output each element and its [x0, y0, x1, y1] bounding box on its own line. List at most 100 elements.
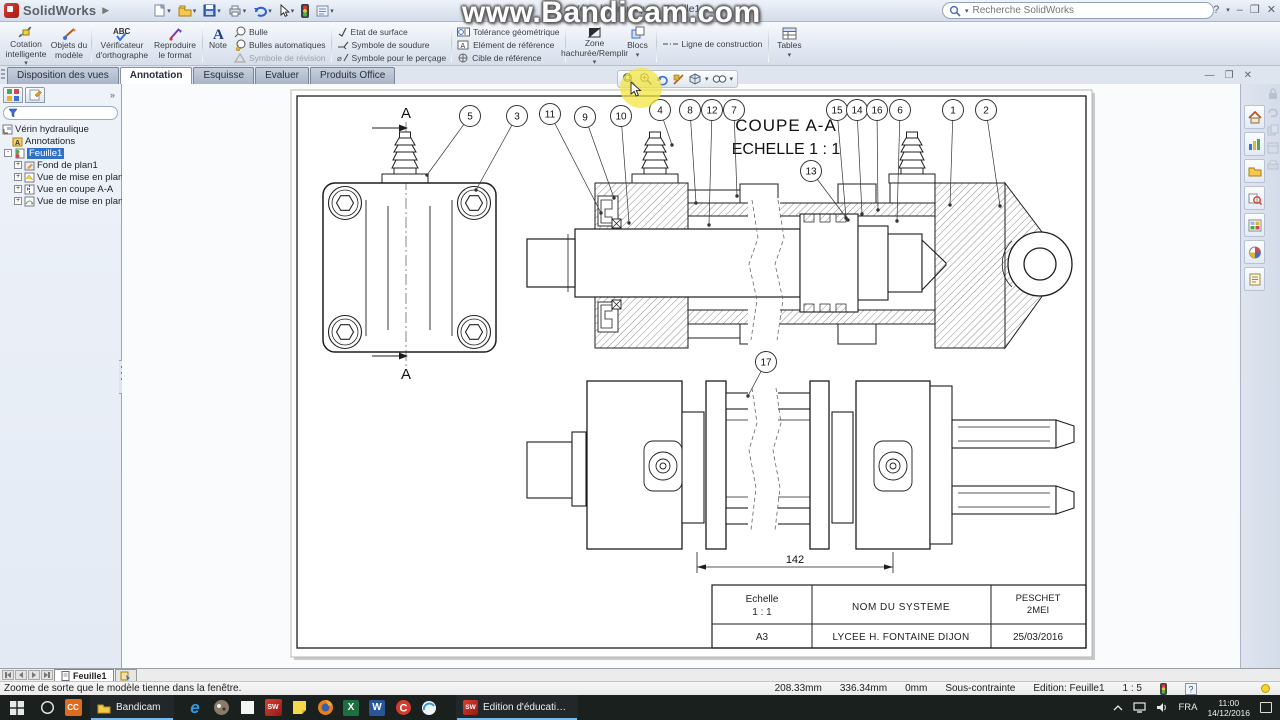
tables-button[interactable]: Tables▾ — [771, 22, 807, 65]
options-button[interactable]: ▾ — [314, 4, 336, 18]
first-sheet-button[interactable] — [2, 670, 14, 680]
balloon-1[interactable]: 1 — [942, 99, 964, 207]
last-sheet-button[interactable] — [41, 670, 53, 680]
feature-tree-tab[interactable] — [3, 87, 23, 103]
expand-icon[interactable]: + — [14, 161, 22, 169]
balloon-13[interactable]: 13 — [800, 160, 850, 222]
tab-evaluer[interactable]: Evaluer — [255, 67, 309, 84]
file-explorer-button[interactable] — [1244, 159, 1265, 183]
minimize-button[interactable]: – — [1236, 3, 1243, 16]
cortana-search-button[interactable] — [34, 695, 60, 720]
paint-app-icon[interactable] — [208, 695, 234, 720]
tree-item-root[interactable]: Vérin hydraulique — [0, 123, 121, 135]
start-button[interactable] — [0, 695, 34, 720]
restore-button[interactable]: ❐ — [1249, 4, 1260, 16]
panel-expand-chevron[interactable]: » — [109, 90, 115, 100]
tree-item-fond-de-plan[interactable]: + Fond de plan1 — [14, 159, 98, 171]
search-input[interactable] — [972, 5, 1207, 16]
word-icon[interactable]: W — [364, 695, 390, 720]
edge-icon[interactable]: e — [190, 697, 200, 717]
status-traffic-light-icon[interactable] — [1160, 682, 1167, 695]
balloon-8[interactable]: 8 — [679, 99, 701, 205]
store-icon[interactable] — [234, 695, 260, 720]
menu-expand-icon[interactable]: ▶ — [102, 5, 110, 15]
balloon-5[interactable]: 5 — [425, 105, 481, 177]
spell-checker-button[interactable]: ABC Vérificateur d'orthographe — [95, 26, 149, 60]
new-document-button[interactable]: ▾ — [151, 3, 173, 18]
property-manager-tab[interactable] — [25, 87, 45, 103]
surface-finish-button[interactable]: Etat de surface — [334, 25, 450, 38]
close-button[interactable]: ✕ — [1266, 4, 1276, 16]
balloon-7[interactable]: 7 — [723, 99, 745, 198]
active-solidworks-task-button[interactable]: SW Edition d'éducation... — [456, 695, 578, 720]
save-button[interactable]: ▾ — [201, 3, 223, 18]
balloon-button[interactable]: Bulle — [231, 25, 329, 38]
doc-minimize-button[interactable]: — — [1204, 70, 1215, 81]
tab-disposition-des-vues[interactable]: Disposition des vues — [7, 67, 119, 84]
tree-item-coupe[interactable]: + Vue en coupe A-A — [14, 183, 114, 195]
network-icon[interactable] — [1133, 702, 1147, 713]
tray-expand-icon[interactable] — [1113, 704, 1123, 711]
select-tool-button[interactable]: ▾ — [277, 3, 297, 18]
blocks-button[interactable]: Blocs▾ — [622, 22, 654, 65]
solidworks-taskbar-icon[interactable]: SW — [260, 695, 286, 720]
balloon-2[interactable]: 2 — [975, 99, 1002, 208]
expand-icon[interactable]: + — [14, 173, 22, 181]
tree-item-vue3[interactable]: + Vue de mise en plan3 — [14, 195, 129, 207]
tree-item-vue1[interactable]: + Vue de mise en plan1 — [14, 171, 129, 183]
view-section-aa[interactable]: COUPE A-A ECHELLE 1 : 1 — [526, 116, 1073, 350]
action-center-icon[interactable] — [1260, 702, 1272, 713]
balloon-14[interactable]: 14 — [846, 99, 868, 216]
display-style-dropdown-icon[interactable]: ▾ — [705, 76, 709, 83]
note-button[interactable]: A Note — [209, 26, 227, 50]
balloon-9[interactable]: 9 — [574, 106, 616, 200]
expand-icon[interactable]: + — [14, 185, 22, 193]
quick-tips-icon[interactable]: ? — [1185, 682, 1197, 695]
search-dropdown-icon[interactable]: ▾ — [965, 7, 969, 15]
tab-esquisse[interactable]: Esquisse — [193, 67, 255, 84]
view-front-flange[interactable]: A A — [322, 105, 497, 383]
undo-button[interactable]: ▾ — [251, 3, 274, 18]
volume-icon[interactable] — [1156, 702, 1168, 713]
format-painter-button[interactable]: Reproduire le format — [150, 22, 200, 65]
rebuild-traffic-light-icon[interactable] — [299, 3, 311, 19]
doc-restore-button[interactable]: ❐ — [1224, 70, 1234, 81]
tab-produits-office[interactable]: Produits Office — [309, 67, 396, 84]
balloon-6[interactable]: 6 — [889, 99, 911, 223]
section-view-tool-icon[interactable] — [672, 73, 685, 86]
balloon-11[interactable]: 11 — [539, 103, 603, 215]
auto-balloon-button[interactable]: Bulles automatiques — [231, 38, 329, 51]
pinned-app-cc-icon[interactable]: CC — [60, 695, 86, 720]
next-sheet-button[interactable] — [28, 670, 40, 680]
custom-properties-button[interactable] — [1244, 267, 1265, 291]
hole-callout-button[interactable]: ⌀ Symbole pour le perçage — [336, 52, 447, 64]
datum-feature-button[interactable]: A Elément de référence — [454, 38, 562, 51]
view-palette-button[interactable] — [1244, 213, 1265, 237]
balloon-16[interactable]: 16 — [866, 99, 888, 212]
geometric-tolerance-button[interactable]: Tolérance géométrique — [454, 25, 562, 38]
search-box[interactable]: ▾ — [942, 2, 1214, 19]
tab-annotation[interactable]: Annotation — [119, 67, 193, 84]
excel-icon[interactable]: X — [338, 695, 364, 720]
sticky-notes-icon[interactable] — [286, 695, 312, 720]
weld-symbol-button[interactable]: Symbole de soudure — [334, 38, 450, 51]
help-button[interactable]: ? — [1213, 3, 1220, 16]
open-button[interactable]: ▾ — [176, 3, 199, 18]
tree-filter-box[interactable] — [3, 106, 118, 120]
clock[interactable]: 11:00 14/12/2016 — [1207, 697, 1250, 718]
doc-close-button[interactable]: ✕ — [1243, 70, 1252, 81]
hide-show-items-icon[interactable] — [712, 73, 727, 85]
appearances-button[interactable] — [1244, 240, 1265, 264]
collapse-icon[interactable]: - — [4, 149, 12, 157]
language-indicator[interactable]: FRA — [1178, 702, 1198, 713]
smart-dimension-button[interactable]: Cotation intelligente▾ — [3, 22, 49, 67]
view-top-external[interactable]: 142 — [526, 380, 1075, 573]
balloon-17[interactable]: 17 — [746, 351, 777, 398]
revision-symbol-button[interactable]: Symbole de révision — [231, 51, 329, 64]
tree-item-annotations[interactable]: A Annotations — [0, 135, 121, 147]
hide-show-dropdown-icon[interactable]: ▾ — [729, 76, 734, 83]
title-block[interactable]: Echelle 1 : 1 NOM DU SYSTEME PESCHET 2ME… — [711, 584, 1087, 649]
drawing-canvas[interactable]: A A COUPE A-A ECHELLE 1 : 1 — [122, 84, 1240, 668]
area-hatch-button[interactable]: Zone hachurée/Remplir▾ — [561, 22, 628, 66]
